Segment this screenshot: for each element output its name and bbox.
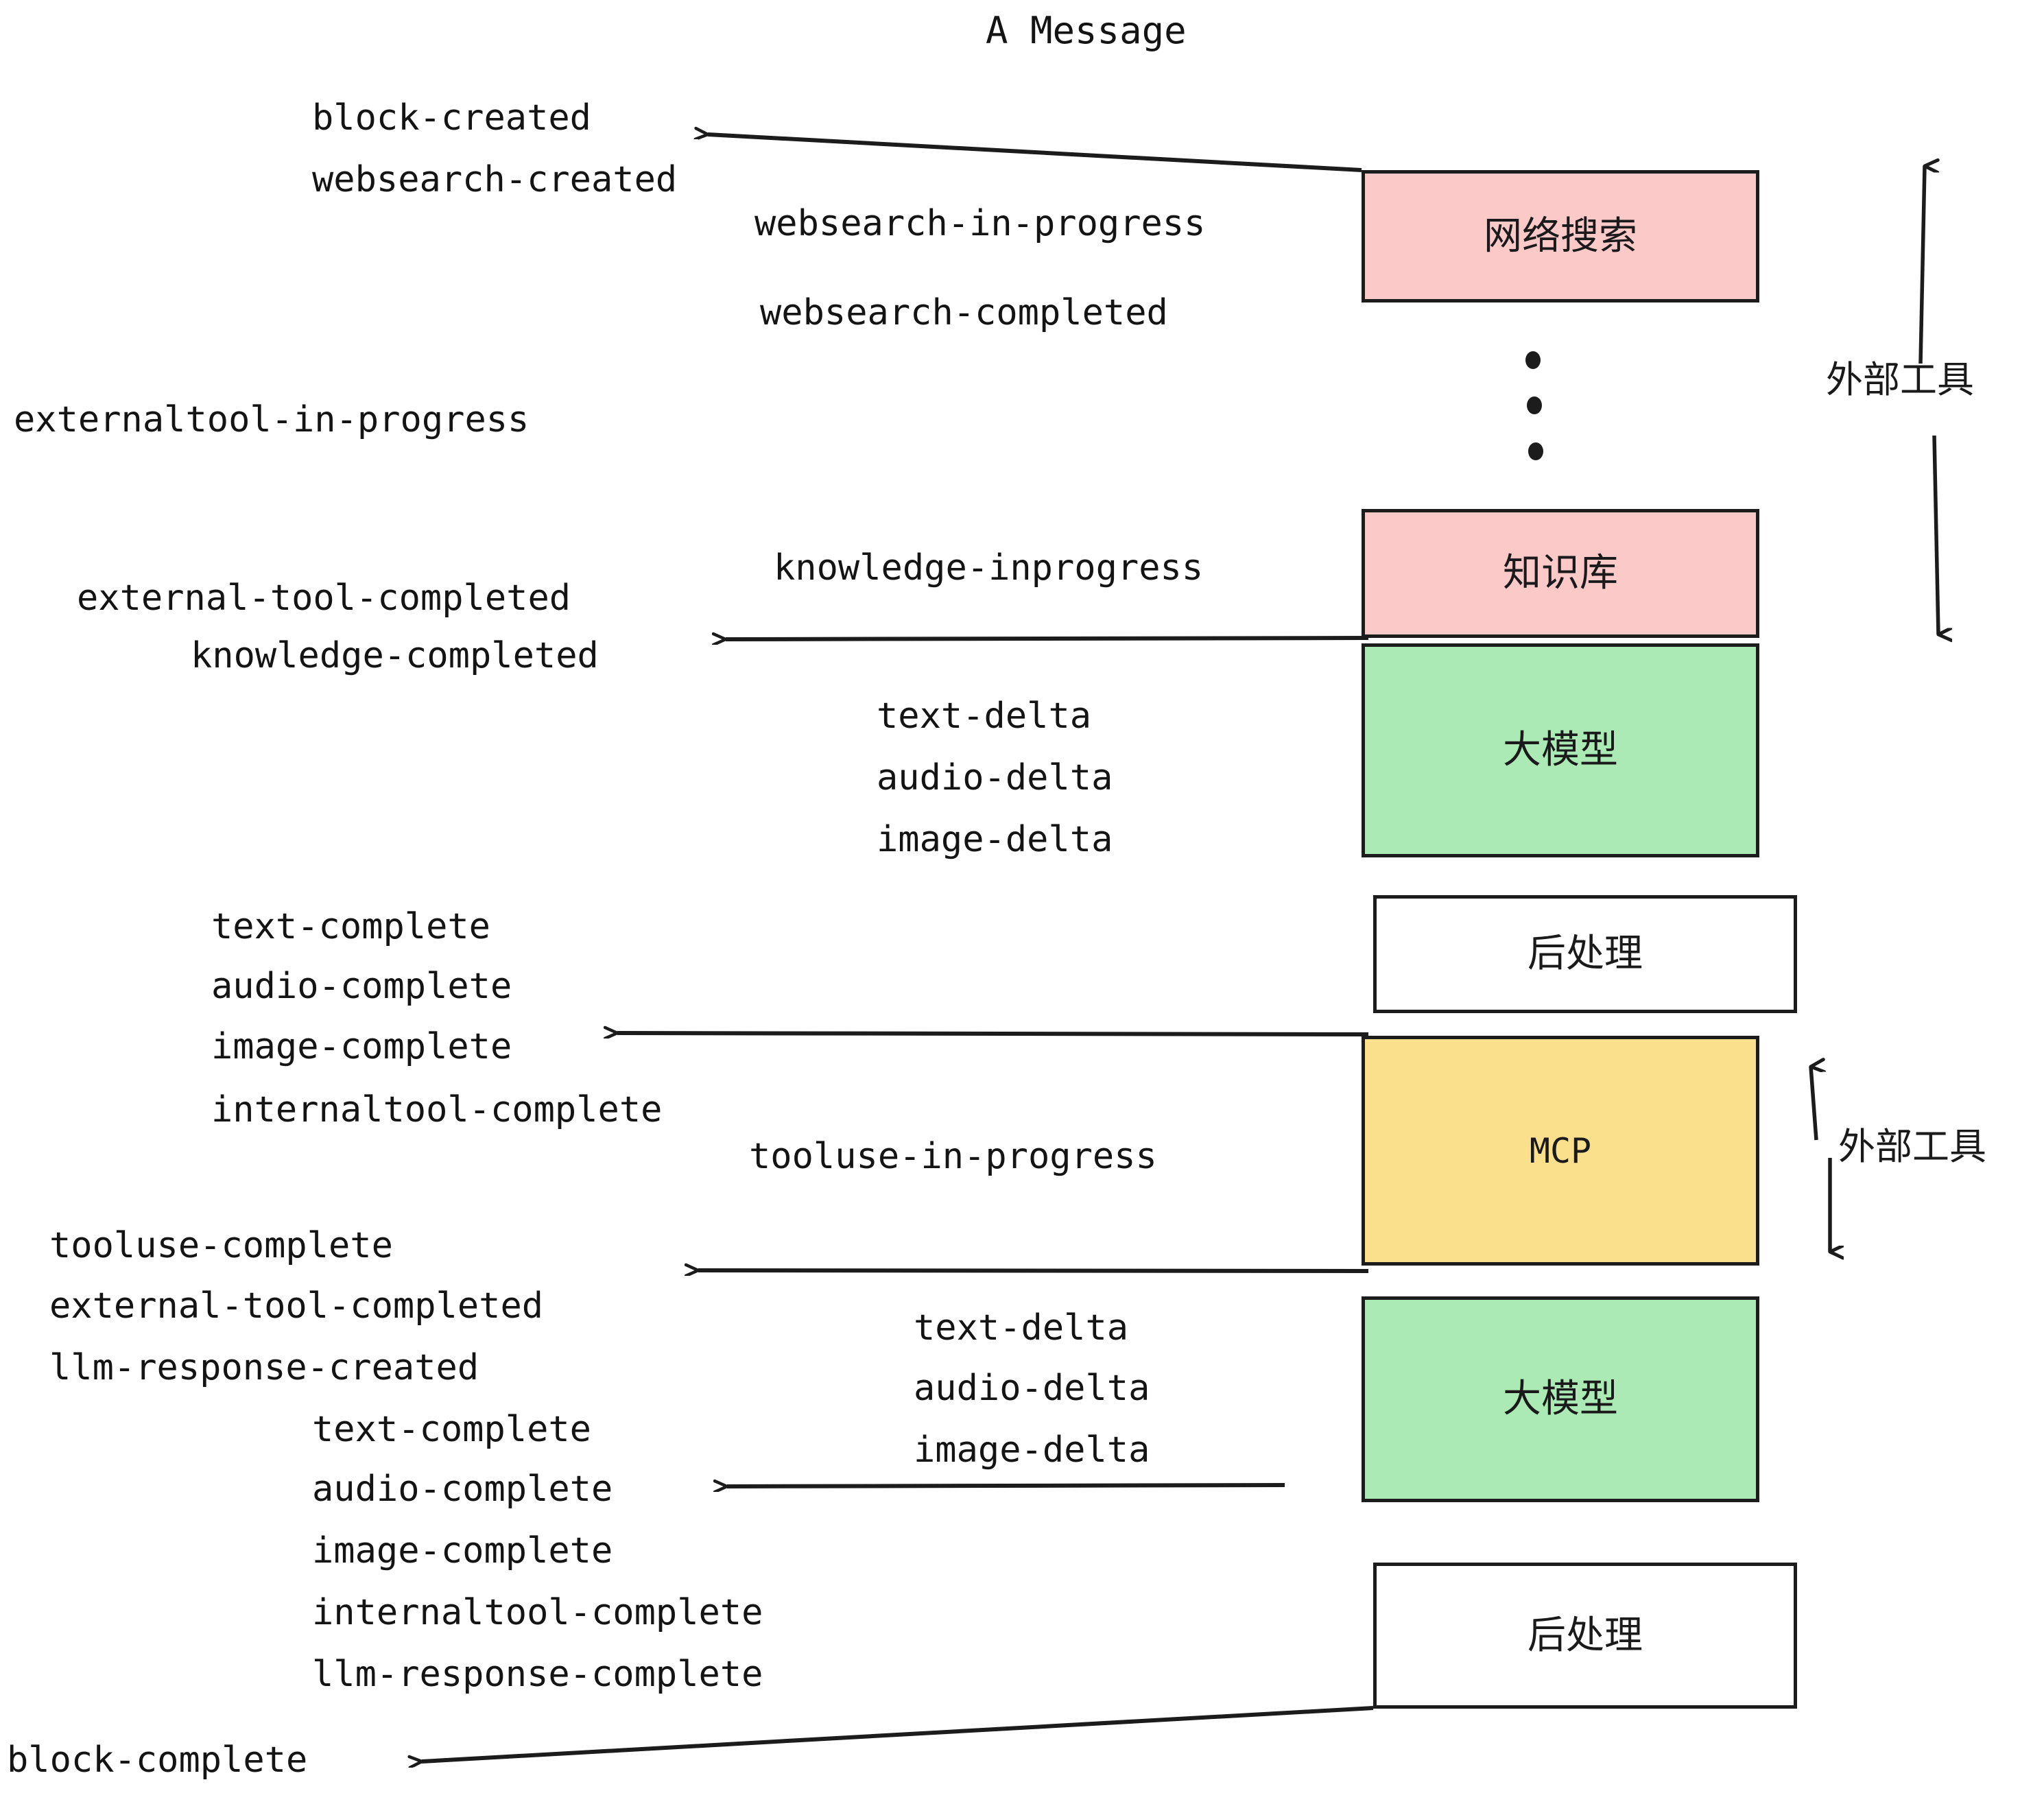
event-label-external-tool-completed-2: external-tool-completed	[49, 1285, 544, 1327]
side-label-external-tools-bottom: 外部工具	[1838, 1125, 1986, 1168]
node-label-knowledge: 知识库	[1503, 551, 1618, 595]
event-label-audio-complete-2: audio-complete	[312, 1469, 613, 1510]
event-label-websearch-created: websearch-created	[312, 159, 678, 200]
node-box-mcp[interactable]: MCP	[1362, 1036, 1759, 1266]
node-box-llm-2[interactable]: 大模型	[1362, 1296, 1759, 1502]
event-label-text-delta-2: text-delta	[914, 1307, 1129, 1349]
node-label-postprocess-2: 后处理	[1528, 1613, 1643, 1658]
ellipsis-dot-2	[1527, 396, 1542, 414]
arrow-llm1-to-image-complete	[617, 1033, 1369, 1034]
event-label-internaltool-complete-1: internaltool-complete	[211, 1089, 663, 1130]
event-label-audio-complete-1: audio-complete	[211, 966, 512, 1007]
event-label-audio-delta-1: audio-delta	[877, 757, 1113, 798]
event-label-external-tool-completed-1: external-tool-completed	[77, 578, 571, 619]
arrow-mcp-to-tooluse-complete	[698, 1270, 1369, 1271]
event-label-websearch-completed: websearch-completed	[760, 292, 1168, 333]
event-label-llm-response-complete: llm-response-complete	[312, 1654, 763, 1695]
node-label-mcp: MCP	[1529, 1130, 1592, 1171]
node-box-knowledge[interactable]: 知识库	[1362, 509, 1759, 638]
node-box-postprocess-1[interactable]: 后处理	[1373, 895, 1797, 1013]
node-box-llm-1[interactable]: 大模型	[1362, 643, 1759, 857]
event-label-text-complete-2: text-complete	[312, 1409, 591, 1450]
event-label-websearch-in-progress: websearch-in-progress	[754, 203, 1206, 244]
node-box-websearch[interactable]: 网络搜索	[1362, 170, 1759, 302]
event-label-audio-delta-2: audio-delta	[914, 1368, 1150, 1409]
event-label-tooluse-complete: tooluse-complete	[49, 1225, 393, 1266]
event-label-image-delta-1: image-delta	[877, 819, 1113, 860]
node-box-postprocess-2[interactable]: 后处理	[1373, 1563, 1797, 1709]
event-label-tooluse-in-progress: tooluse-in-progress	[749, 1136, 1157, 1177]
node-label-websearch: 网络搜索	[1484, 213, 1637, 259]
arrow-llm2-to-audio-complete	[727, 1485, 1285, 1486]
diagram-title: A Message	[986, 9, 1187, 52]
event-label-internaltool-complete-2: internaltool-complete	[312, 1592, 763, 1633]
arrow-knowledge-to-completed	[726, 638, 1369, 639]
event-label-image-complete-1: image-complete	[211, 1026, 512, 1067]
arrow-external-tools-top-up	[1918, 166, 1925, 364]
ellipsis-dot-1	[1525, 351, 1541, 369]
event-label-block-complete: block-complete	[7, 1740, 308, 1781]
ellipsis-dot-3	[1528, 442, 1543, 460]
arrow-external-tools-top-down	[1932, 435, 1938, 634]
event-label-text-delta-1: text-delta	[877, 696, 1092, 737]
event-label-block-created: block-created	[312, 97, 591, 139]
event-label-llm-response-created: llm-response-created	[49, 1347, 479, 1388]
event-label-externaltool-in-progress: externaltool-in-progress	[14, 399, 530, 440]
arrow-external-tools-bottom-up	[1809, 1067, 1816, 1141]
event-label-image-complete-2: image-complete	[312, 1530, 613, 1571]
event-label-image-delta-2: image-delta	[914, 1429, 1150, 1471]
node-label-postprocess-1: 后处理	[1528, 931, 1643, 976]
node-label-llm-2: 大模型	[1503, 1377, 1618, 1421]
event-label-knowledge-inprogress: knowledge-inprogress	[774, 547, 1204, 589]
side-label-external-tools-top: 外部工具	[1826, 358, 1974, 401]
event-label-text-complete-1: text-complete	[211, 906, 490, 947]
event-label-knowledge-completed: knowledge-completed	[191, 635, 599, 676]
arrow-postprocess2-to-block-complete	[422, 1706, 1374, 1761]
arrow-websearch-to-created	[708, 134, 1362, 172]
node-label-llm-1: 大模型	[1503, 728, 1618, 772]
